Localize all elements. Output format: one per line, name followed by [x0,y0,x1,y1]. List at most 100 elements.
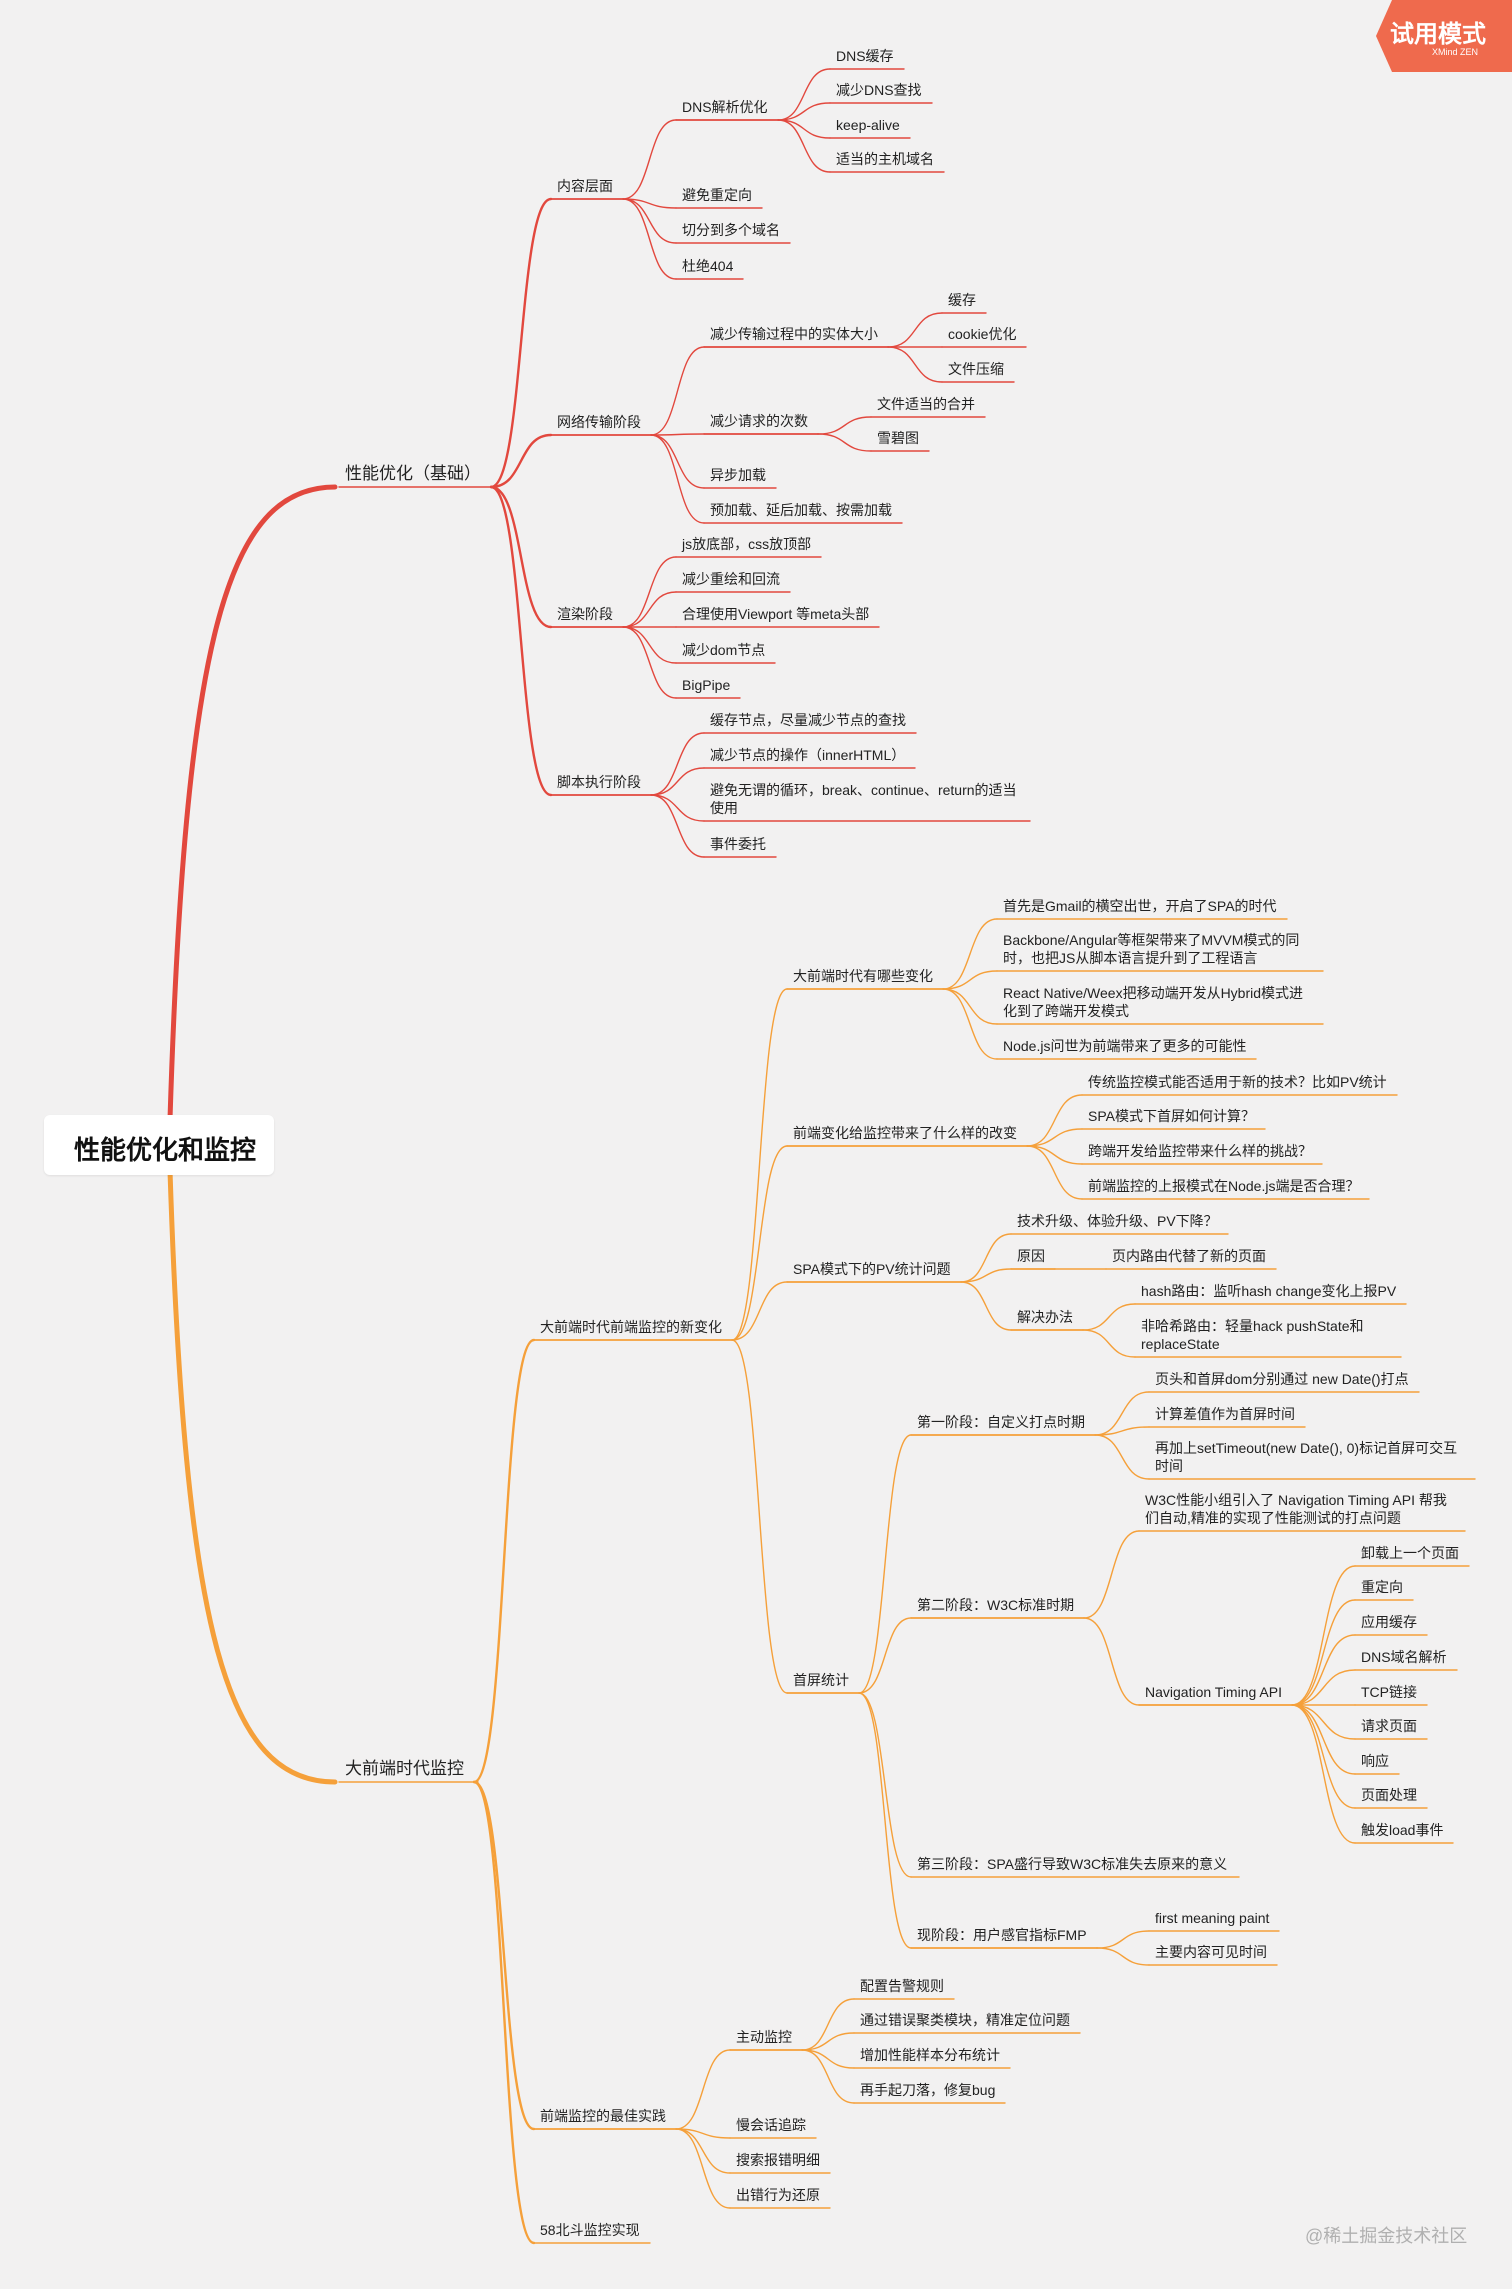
topic-dns-optimization[interactable]: DNS解析优化 [682,99,768,115]
topic-response[interactable]: 响应 [1361,1753,1389,1769]
topic-nav-redirect[interactable]: 重定向 [1361,1579,1403,1595]
topic-reason[interactable]: 原因 [1017,1248,1045,1264]
topic-cache[interactable]: 缓存 [948,292,976,308]
trial-mode-badge[interactable] [1376,0,1512,72]
topic-file-compression[interactable]: 文件压缩 [948,361,1004,377]
root-topic-box[interactable] [44,1115,274,1175]
topic-in-page-routing[interactable]: 页内路由代替了新的页面 [1112,1248,1266,1264]
topic-58-beidou[interactable]: 58北斗监控实现 [540,2222,640,2238]
topic-active-monitoring[interactable]: 主动监控 [736,2029,792,2045]
topic-reduce-dom-nodes[interactable]: 减少dom节点 [682,642,766,658]
connector [622,626,677,664]
topic-keep-alive[interactable]: keep-alive [836,117,900,133]
connector [942,988,998,1025]
connector [1083,1617,1140,1706]
topic-solution[interactable]: 解决办法 [1017,1309,1073,1325]
topic-node-report[interactable]: 前端监控的上报模式在Node.js端是否合理？ [1088,1178,1360,1194]
connector [887,346,943,383]
connector [858,1692,912,1949]
topic-w3c-navigation-timing-note[interactable]: W3C性能小组引入了 Navigation Timing API 帮我们自动,精… [1145,1492,1447,1526]
topic-stage1[interactable]: 第一阶段：自定义打点时期 [917,1414,1085,1430]
topic-file-merge[interactable]: 文件适当的合并 [877,396,975,412]
topic-script-stage[interactable]: 脚本执行阶段 [557,774,641,790]
topic-reduce-node-ops[interactable]: 减少节点的操作（innerHTML） [710,747,906,763]
topic-mvvm[interactable]: Backbone/Angular等框架带来了MVVM模式的同时，也把JS从脚本语… [1003,932,1300,966]
topic-dns-cache[interactable]: DNS缓存 [836,48,894,64]
connector [801,1998,855,2051]
connector [650,794,705,858]
topic-slow-session[interactable]: 慢会话追踪 [736,2117,806,2133]
topic-reduce-entity-size[interactable]: 减少传输过程中的实体大小 [710,326,878,342]
topic-page-processing[interactable]: 页面处理 [1361,1787,1417,1803]
topic-render-stage[interactable]: 渲染阶段 [557,606,613,622]
topic-cross-platform[interactable]: 跨端开发给监控带来什么样的挑战？ [1088,1143,1312,1159]
connector [472,1780,536,2131]
topic-async-loading[interactable]: 异步加载 [710,467,766,483]
topic-perf-basic[interactable]: 性能优化（基础） [345,464,481,483]
connector [1094,1426,1150,1436]
topic-stage3[interactable]: 第三阶段：SPA盛行导致W3C标准失去原来的意义 [917,1856,1228,1872]
topic-cache-nodes[interactable]: 缓存节点，尽量减少节点的查找 [710,712,906,728]
topic-no-404[interactable]: 杜绝404 [682,258,734,274]
topic-event-delegation[interactable]: 事件委托 [710,836,766,852]
connector [777,102,831,121]
topic-alert-rules[interactable]: 配置告警规则 [860,1978,944,1994]
connector [817,433,872,452]
connector [622,556,677,628]
topic-error-clustering[interactable]: 通过错误聚类模块，精准定位问题 [860,2012,1070,2028]
topic-gmail-spa[interactable]: 首先是Gmail的横空出世，开启了SPA的时代 [1003,898,1277,914]
topic-pv-compat[interactable]: 传统监控模式能否适用于新的技术？比如PV统计 [1088,1074,1387,1090]
topic-best-practices[interactable]: 前端监控的最佳实践 [540,2108,666,2124]
topic-main-content-visible[interactable]: 主要内容可见时间 [1155,1944,1267,1960]
topic-non-hash-routing[interactable]: 非哈希路由：轻量hack pushState和replaceState [1141,1318,1364,1352]
topic-hash-routing[interactable]: hash路由：监听hash change变化上报PV [1141,1283,1397,1299]
topic-error-replay[interactable]: 出错行为还原 [736,2187,820,2203]
topic-network-stage[interactable]: 网络传输阶段 [557,414,641,430]
topic-avoid-useless-loops[interactable]: 避免无谓的循环，break、continue、return的适当使用 [710,782,1017,816]
topic-tcp-connect[interactable]: TCP链接 [1361,1684,1417,1700]
topic-request-page[interactable]: 请求页面 [1361,1718,1417,1734]
topic-new-changes[interactable]: 大前端时代前端监控的新变化 [540,1319,722,1335]
topic-viewport-meta[interactable]: 合理使用Viewport 等meta头部 [682,606,870,622]
topic-cookie-optimization[interactable]: cookie优化 [948,326,1017,342]
topic-first-meaning-paint[interactable]: first meaning paint [1155,1910,1270,1926]
topic-unload-prev-page[interactable]: 卸载上一个页面 [1361,1545,1459,1561]
topic-content-level[interactable]: 内容层面 [557,178,613,194]
topic-avoid-redirect[interactable]: 避免重定向 [682,187,752,203]
topic-split-domains[interactable]: 切分到多个域名 [682,222,780,238]
topic-current-fmp[interactable]: 现阶段：用户感官指标FMP [917,1927,1087,1943]
topic-frontend-monitoring[interactable]: 大前端时代监控 [345,1759,464,1778]
topic-monitor-challenges[interactable]: 前端变化给监控带来了什么样的改变 [793,1125,1017,1141]
topic-react-native-weex[interactable]: React Native/Weex把移动端开发从Hybrid模式进化到了跨端开发… [1003,985,1304,1019]
connector [1291,1565,1356,1706]
topic-diff-time[interactable]: 计算差值作为首屏时间 [1155,1406,1295,1422]
connector [622,198,677,244]
topic-error-details[interactable]: 搜索报错明细 [736,2152,820,2168]
topic-js-bottom-css-top[interactable]: js放底部，css放顶部 [682,536,812,552]
topic-reduce-reflow[interactable]: 减少重绘和回流 [682,571,780,587]
topic-first-screen-stats[interactable]: 首屏统计 [793,1672,849,1688]
topic-dns-resolve[interactable]: DNS域名解析 [1361,1649,1447,1665]
topic-preload-lazyload[interactable]: 预加载、延后加载、按需加载 [710,502,892,518]
topic-stage2[interactable]: 第二阶段：W3C标准时期 [917,1597,1075,1613]
topic-spa-pv[interactable]: SPA模式下的PV统计问题 [793,1261,951,1277]
topic-pv-decline[interactable]: 技术升级、体验升级、PV下降？ [1017,1213,1218,1229]
topic-app-cache[interactable]: 应用缓存 [1361,1614,1417,1630]
topic-bigpipe[interactable]: BigPipe [682,677,731,693]
topic-settimeout-interactive[interactable]: 再加上setTimeout(new Date(), 0)标记首屏可交互时间 [1155,1440,1458,1474]
topic-nodejs[interactable]: Node.js问世为前端带来了更多的可能性 [1003,1038,1247,1054]
connector [675,2128,731,2174]
topic-dom-timestamps[interactable]: 页头和首屏dom分别通过 new Date()打点 [1155,1371,1409,1387]
topic-sprites[interactable]: 雪碧图 [877,430,919,446]
topic-era-changes[interactable]: 大前端时代有哪些变化 [793,968,933,984]
topic-navigation-timing-api[interactable]: Navigation Timing API [1145,1684,1282,1700]
topic-load-event[interactable]: 触发load事件 [1361,1822,1444,1838]
topic-reduce-dns-lookup[interactable]: 减少DNS查找 [836,82,922,98]
topic-perf-sample-stats[interactable]: 增加性能样本分布统计 [860,2047,1000,2063]
topic-spa-first-screen[interactable]: SPA模式下首屏如何计算？ [1088,1108,1255,1124]
topic-fix-bug[interactable]: 再手起刀落，修复bug [860,2082,996,2098]
connector [489,485,553,629]
topic-reduce-requests[interactable]: 减少请求的次数 [710,413,808,429]
topic-proper-host-domain[interactable]: 适当的主机域名 [836,151,934,167]
